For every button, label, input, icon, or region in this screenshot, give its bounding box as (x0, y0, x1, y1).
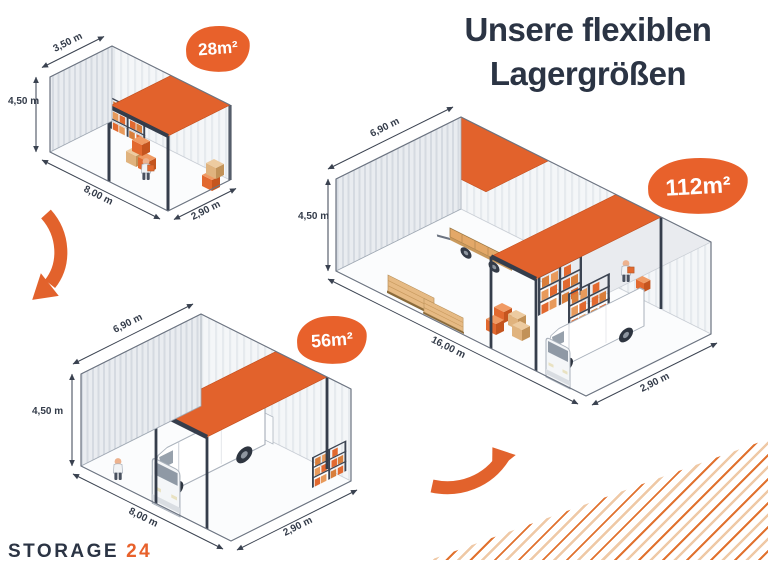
unit-outline (335, 116, 712, 397)
unit-outline (80, 313, 352, 542)
storage24-logo: STORAGE 24 (8, 541, 152, 563)
flow-arrow-up-right (430, 447, 516, 495)
dimension-label: 2,90 m (281, 515, 314, 539)
page-title: Unsere flexiblen Lagergrößen (412, 8, 764, 96)
logo-number: 24 (126, 541, 153, 562)
dimension-label: 2,90 m (638, 371, 671, 395)
dimension-label: 8,00 m (82, 184, 115, 208)
canopy-post (205, 437, 209, 529)
dimension-label: 4,50 m (298, 211, 329, 222)
canopy-post (107, 106, 111, 182)
canopy-post (166, 136, 170, 211)
dimension-label: 6,90 m (368, 116, 401, 140)
canopy-beam (108, 104, 169, 138)
storage-unit-28-illustration: 3,50 m 4,50 m 8,00 m 2,90 m (8, 31, 237, 223)
canopy-post (325, 377, 329, 469)
unit-outline (49, 45, 231, 212)
arrowhead (32, 273, 59, 300)
canopy-post (154, 411, 158, 504)
canopy-post (489, 256, 493, 349)
title-line1: Unsere flexiblen (464, 11, 712, 48)
canopy-post (659, 217, 663, 309)
dimension-label: 6,90 m (111, 312, 144, 336)
storage-unit-112-illustration: 6,90 m 4,50 m 16,00 m 2,90 m (298, 106, 718, 406)
dimension-label: 4,50 m (32, 406, 63, 417)
canopy-beam (489, 254, 538, 282)
title-line2: Lagergrößen (489, 55, 687, 93)
logo-brand: STORAGE (8, 541, 120, 562)
arrowhead (492, 447, 516, 474)
dimension-label: 4,50 m (8, 96, 39, 107)
storage-unit-56-illustration: 6,90 m 4,50 m 8,00 m 2,90 m (32, 303, 358, 551)
size-badge-label: 112m² (664, 170, 732, 201)
dimension-label: 2,90 m (189, 199, 222, 223)
size-badge-label: 28m² (197, 37, 239, 60)
dimension-label: 3,50 m (51, 31, 84, 55)
canopy-post (534, 279, 538, 371)
flow-arrow-down (32, 209, 68, 300)
size-badge-label: 56m² (310, 328, 354, 351)
